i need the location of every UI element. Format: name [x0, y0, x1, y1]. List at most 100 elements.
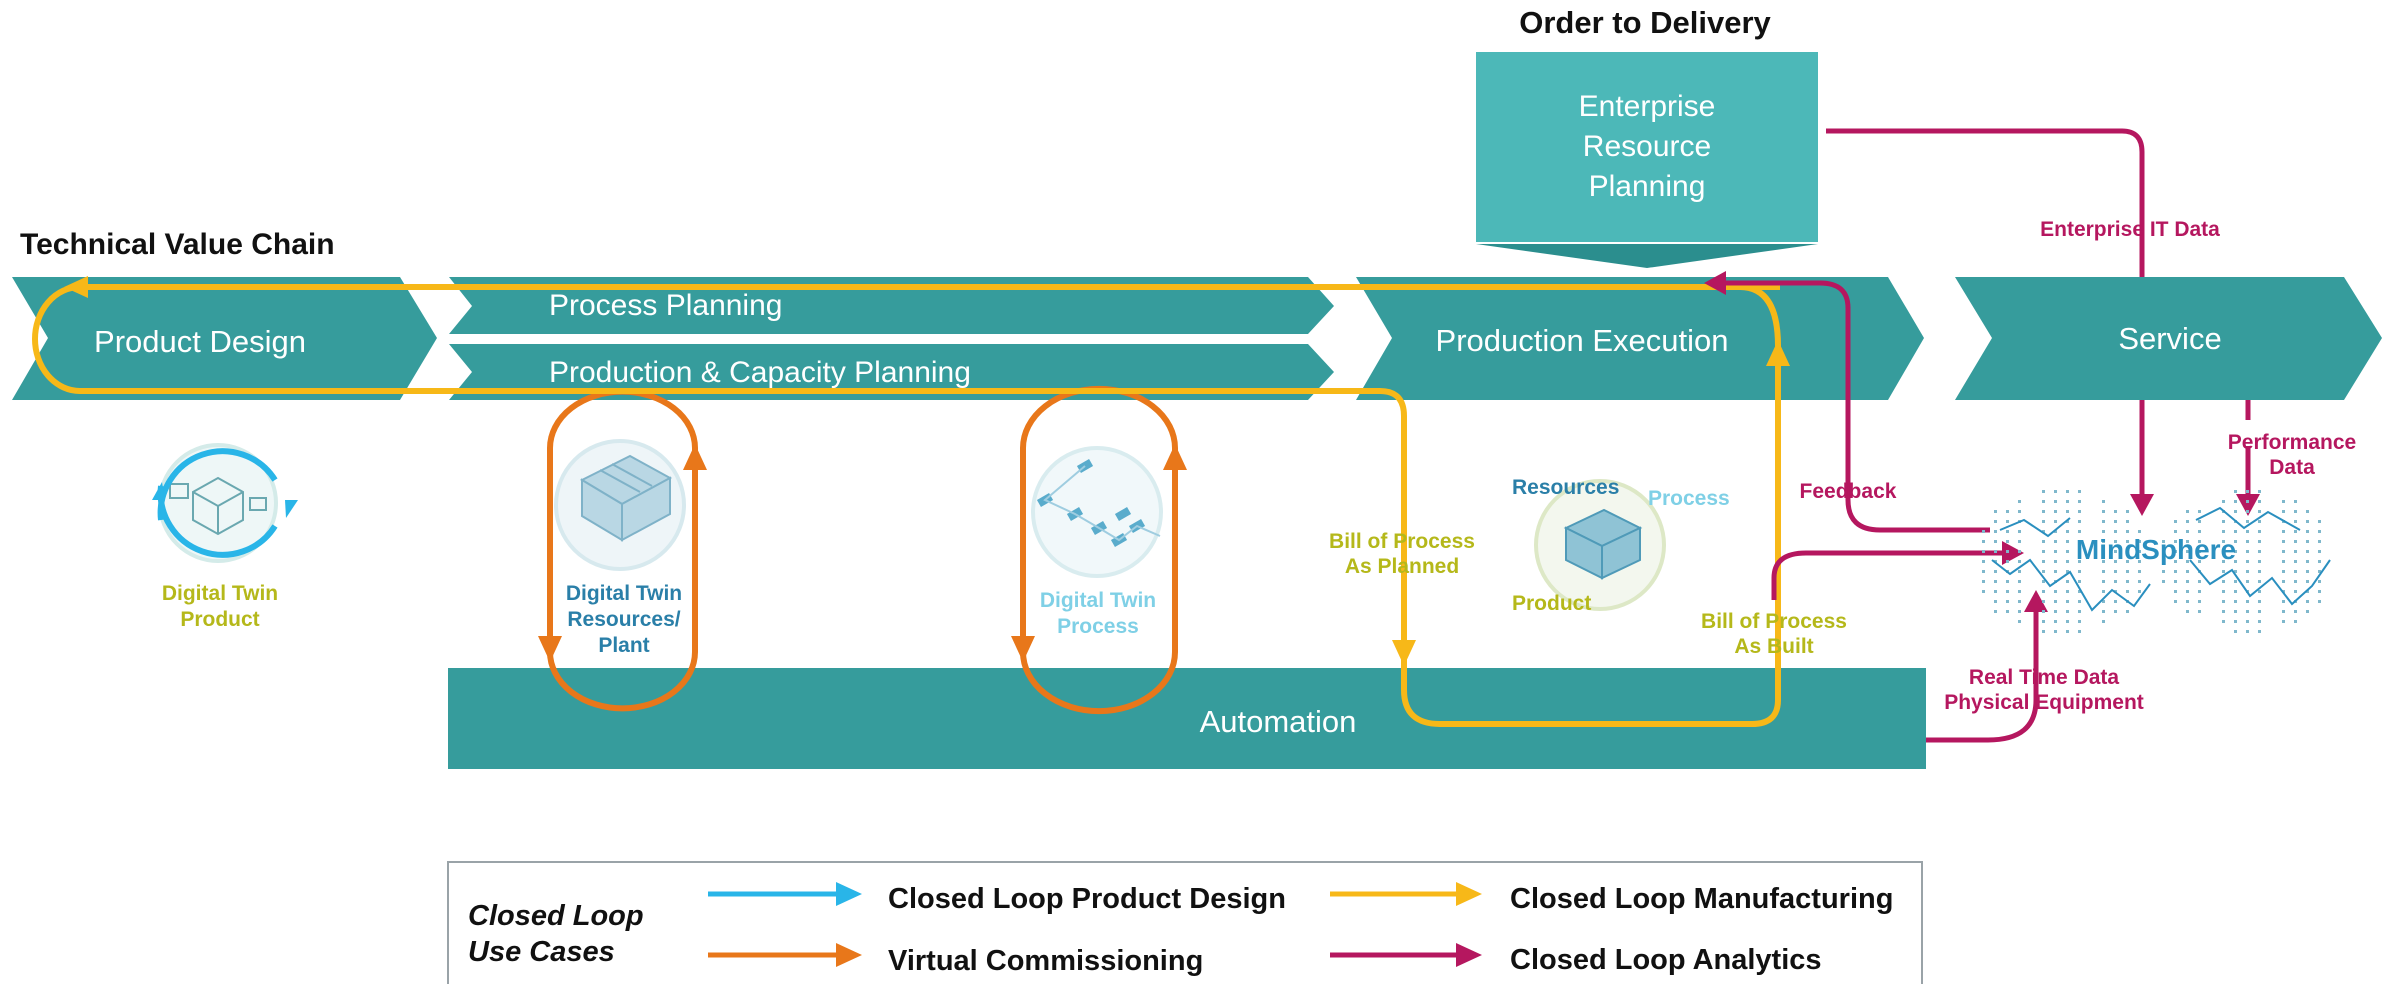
mindsphere-dot [2102, 560, 2105, 563]
mindsphere-dot [2006, 510, 2009, 513]
production-execution-chevron [1356, 277, 1924, 400]
mindsphere-dot [2078, 580, 2081, 583]
mindsphere-dot [2102, 590, 2105, 593]
mindsphere-dot [1994, 510, 1997, 513]
closed-loop-analytics [1704, 128, 2260, 743]
mindsphere-dot [2234, 630, 2237, 633]
legend-item-virtual-commissioning: Virtual Commissioning [888, 945, 1203, 977]
mindsphere-dot [2114, 580, 2117, 583]
mindsphere-dot [2066, 540, 2069, 543]
legend-title-line1: Closed Loop [468, 900, 644, 932]
mindsphere-dot [1994, 540, 1997, 543]
mindsphere-dot [2174, 560, 2177, 563]
mindsphere-dot [2054, 590, 2057, 593]
mindsphere-dot [2282, 510, 2285, 513]
mindsphere-dot [2198, 510, 2201, 513]
mindsphere-dot [2318, 580, 2321, 583]
mindsphere-dot [2114, 610, 2117, 613]
mindsphere-dot [2102, 620, 2105, 623]
mindsphere-dot [2258, 560, 2261, 563]
mindsphere-dot [2198, 600, 2201, 603]
mindsphere-dot [2018, 500, 2021, 503]
mindsphere-dot [2006, 580, 2009, 583]
mindsphere-dot [2198, 610, 2201, 613]
manufacturing-arrowhead-left [64, 276, 88, 298]
mindsphere-dot [2126, 580, 2129, 583]
digital-twin-resources: Digital Twin Resources/ Plant [538, 388, 707, 712]
mindsphere-dot [2198, 580, 2201, 583]
mindsphere-dot [2174, 580, 2177, 583]
twin-process-line2: Process [1057, 615, 1139, 638]
mindsphere-dot [2246, 570, 2249, 573]
mindsphere-dot [2258, 550, 2261, 553]
mindsphere-dot [2258, 580, 2261, 583]
realtime-line2: Physical Equipment [1944, 691, 2144, 714]
mindsphere-logo-text: MindSphere [2076, 534, 2236, 565]
mindsphere-dot [2258, 570, 2261, 573]
mindsphere-dot [1994, 520, 1997, 523]
mindsphere-dot [2258, 520, 2261, 523]
mindsphere-dot [2066, 590, 2069, 593]
mindsphere-dot [2282, 550, 2285, 553]
mindsphere-dot [1982, 530, 1985, 533]
mindsphere-dot [2282, 620, 2285, 623]
mindsphere-dot [2294, 520, 2297, 523]
mindsphere-dot [2318, 540, 2321, 543]
mindsphere-dot [2066, 560, 2069, 563]
mindsphere-dot [2126, 550, 2129, 553]
mindsphere-dot [1994, 590, 1997, 593]
mindsphere-dot [2234, 570, 2237, 573]
bop-planned-line1: Bill of Process [1329, 530, 1475, 553]
mindsphere-dot [2018, 600, 2021, 603]
mindsphere-dot [2126, 590, 2129, 593]
mindsphere-dot [2282, 580, 2285, 583]
mindsphere-dot [2222, 500, 2225, 503]
mindsphere-dot [2282, 500, 2285, 503]
mindsphere-dot [2066, 630, 2069, 633]
mindsphere-dot [2174, 530, 2177, 533]
mindsphere-dot [2234, 530, 2237, 533]
twin-product-arrowhead-left [152, 482, 165, 500]
capacity-planning-label: Production & Capacity Planning [549, 356, 971, 389]
mindsphere-dot [2018, 530, 2021, 533]
mindsphere-dot [2078, 520, 2081, 523]
mindsphere-dot [2042, 490, 2045, 493]
mindsphere-dot [2318, 530, 2321, 533]
mindsphere-dot [2042, 530, 2045, 533]
automation-bar [448, 668, 1926, 769]
mindsphere-dot [2174, 550, 2177, 553]
mindsphere-dot [2174, 540, 2177, 543]
mindsphere-dot [2234, 500, 2237, 503]
mindsphere-dot [2006, 530, 2009, 533]
mindsphere-dot [2054, 560, 2057, 563]
mindsphere-dot [2258, 490, 2261, 493]
mindsphere-dot [2186, 570, 2189, 573]
mindsphere-dot [2198, 550, 2201, 553]
mindsphere-dot [2198, 540, 2201, 543]
mindsphere-dot [2234, 580, 2237, 583]
mindsphere-dot [2114, 550, 2117, 553]
mindsphere-dot [2018, 540, 2021, 543]
mindsphere-dot [2078, 530, 2081, 533]
mindsphere-dot [2258, 590, 2261, 593]
mindsphere-dot [2246, 610, 2249, 613]
mindsphere-dot [2282, 600, 2285, 603]
mindsphere-dot [2306, 510, 2309, 513]
mindsphere-dot [2066, 570, 2069, 573]
mindsphere-dot [2042, 610, 2045, 613]
mindsphere-dot [2294, 540, 2297, 543]
mindsphere-dot [2102, 540, 2105, 543]
performance-line1: Performance [2228, 431, 2356, 454]
mindsphere-dot [2282, 530, 2285, 533]
mindsphere-dot [1982, 540, 1985, 543]
mindsphere-dot [2066, 510, 2069, 513]
mindsphere-dot [2294, 560, 2297, 563]
digital-twin-execution: Resources Process Product [1512, 476, 1730, 615]
mindsphere-dot [2306, 590, 2309, 593]
legend: Closed Loop Use Cases Closed Loop Produc… [447, 861, 1923, 984]
capacity-planning-chevron [449, 344, 1334, 400]
mindsphere-dot [2198, 520, 2201, 523]
mindsphere-dot [2018, 610, 2021, 613]
mindsphere-dot [2054, 540, 2057, 543]
mindsphere-cloud: MindSphere [1982, 490, 2331, 633]
